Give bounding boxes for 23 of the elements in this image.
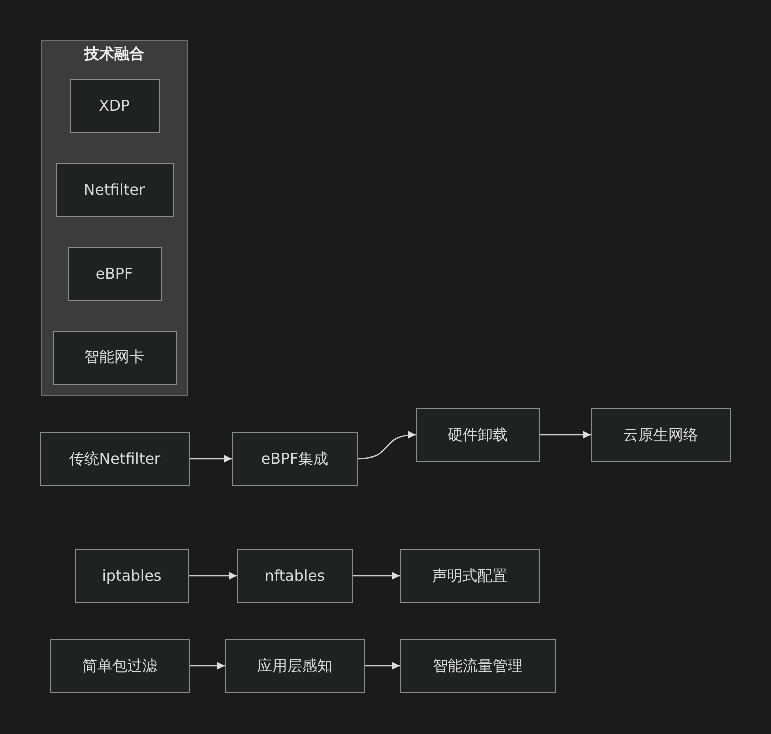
process-box: 硬件卸载 bbox=[416, 408, 540, 462]
process-box: 应用层感知 bbox=[225, 639, 365, 693]
process-box: 智能流量管理 bbox=[400, 639, 556, 693]
group-panel bbox=[41, 40, 188, 396]
process-box: 简单包过滤 bbox=[50, 639, 190, 693]
process-box: eBPF集成 bbox=[232, 432, 358, 486]
process-box: 传统Netfilter bbox=[40, 432, 190, 486]
process-box: Netfilter bbox=[56, 162, 174, 216]
arrow bbox=[540, 431, 591, 439]
arrow bbox=[190, 662, 225, 670]
group-title: 技术融合 bbox=[83, 45, 146, 64]
process-box: 智能网卡 bbox=[52, 330, 176, 384]
process-box: 云原生网络 bbox=[591, 408, 731, 462]
arrow bbox=[353, 572, 400, 580]
process-box: XDP bbox=[70, 78, 160, 132]
arrow bbox=[189, 572, 237, 580]
arrow bbox=[190, 455, 232, 463]
arrow bbox=[358, 431, 416, 460]
process-box: 声明式配置 bbox=[400, 549, 540, 603]
process-box: iptables bbox=[75, 549, 189, 603]
process-box: eBPF bbox=[68, 246, 162, 300]
arrow bbox=[365, 662, 400, 670]
process-box: nftables bbox=[237, 549, 353, 603]
